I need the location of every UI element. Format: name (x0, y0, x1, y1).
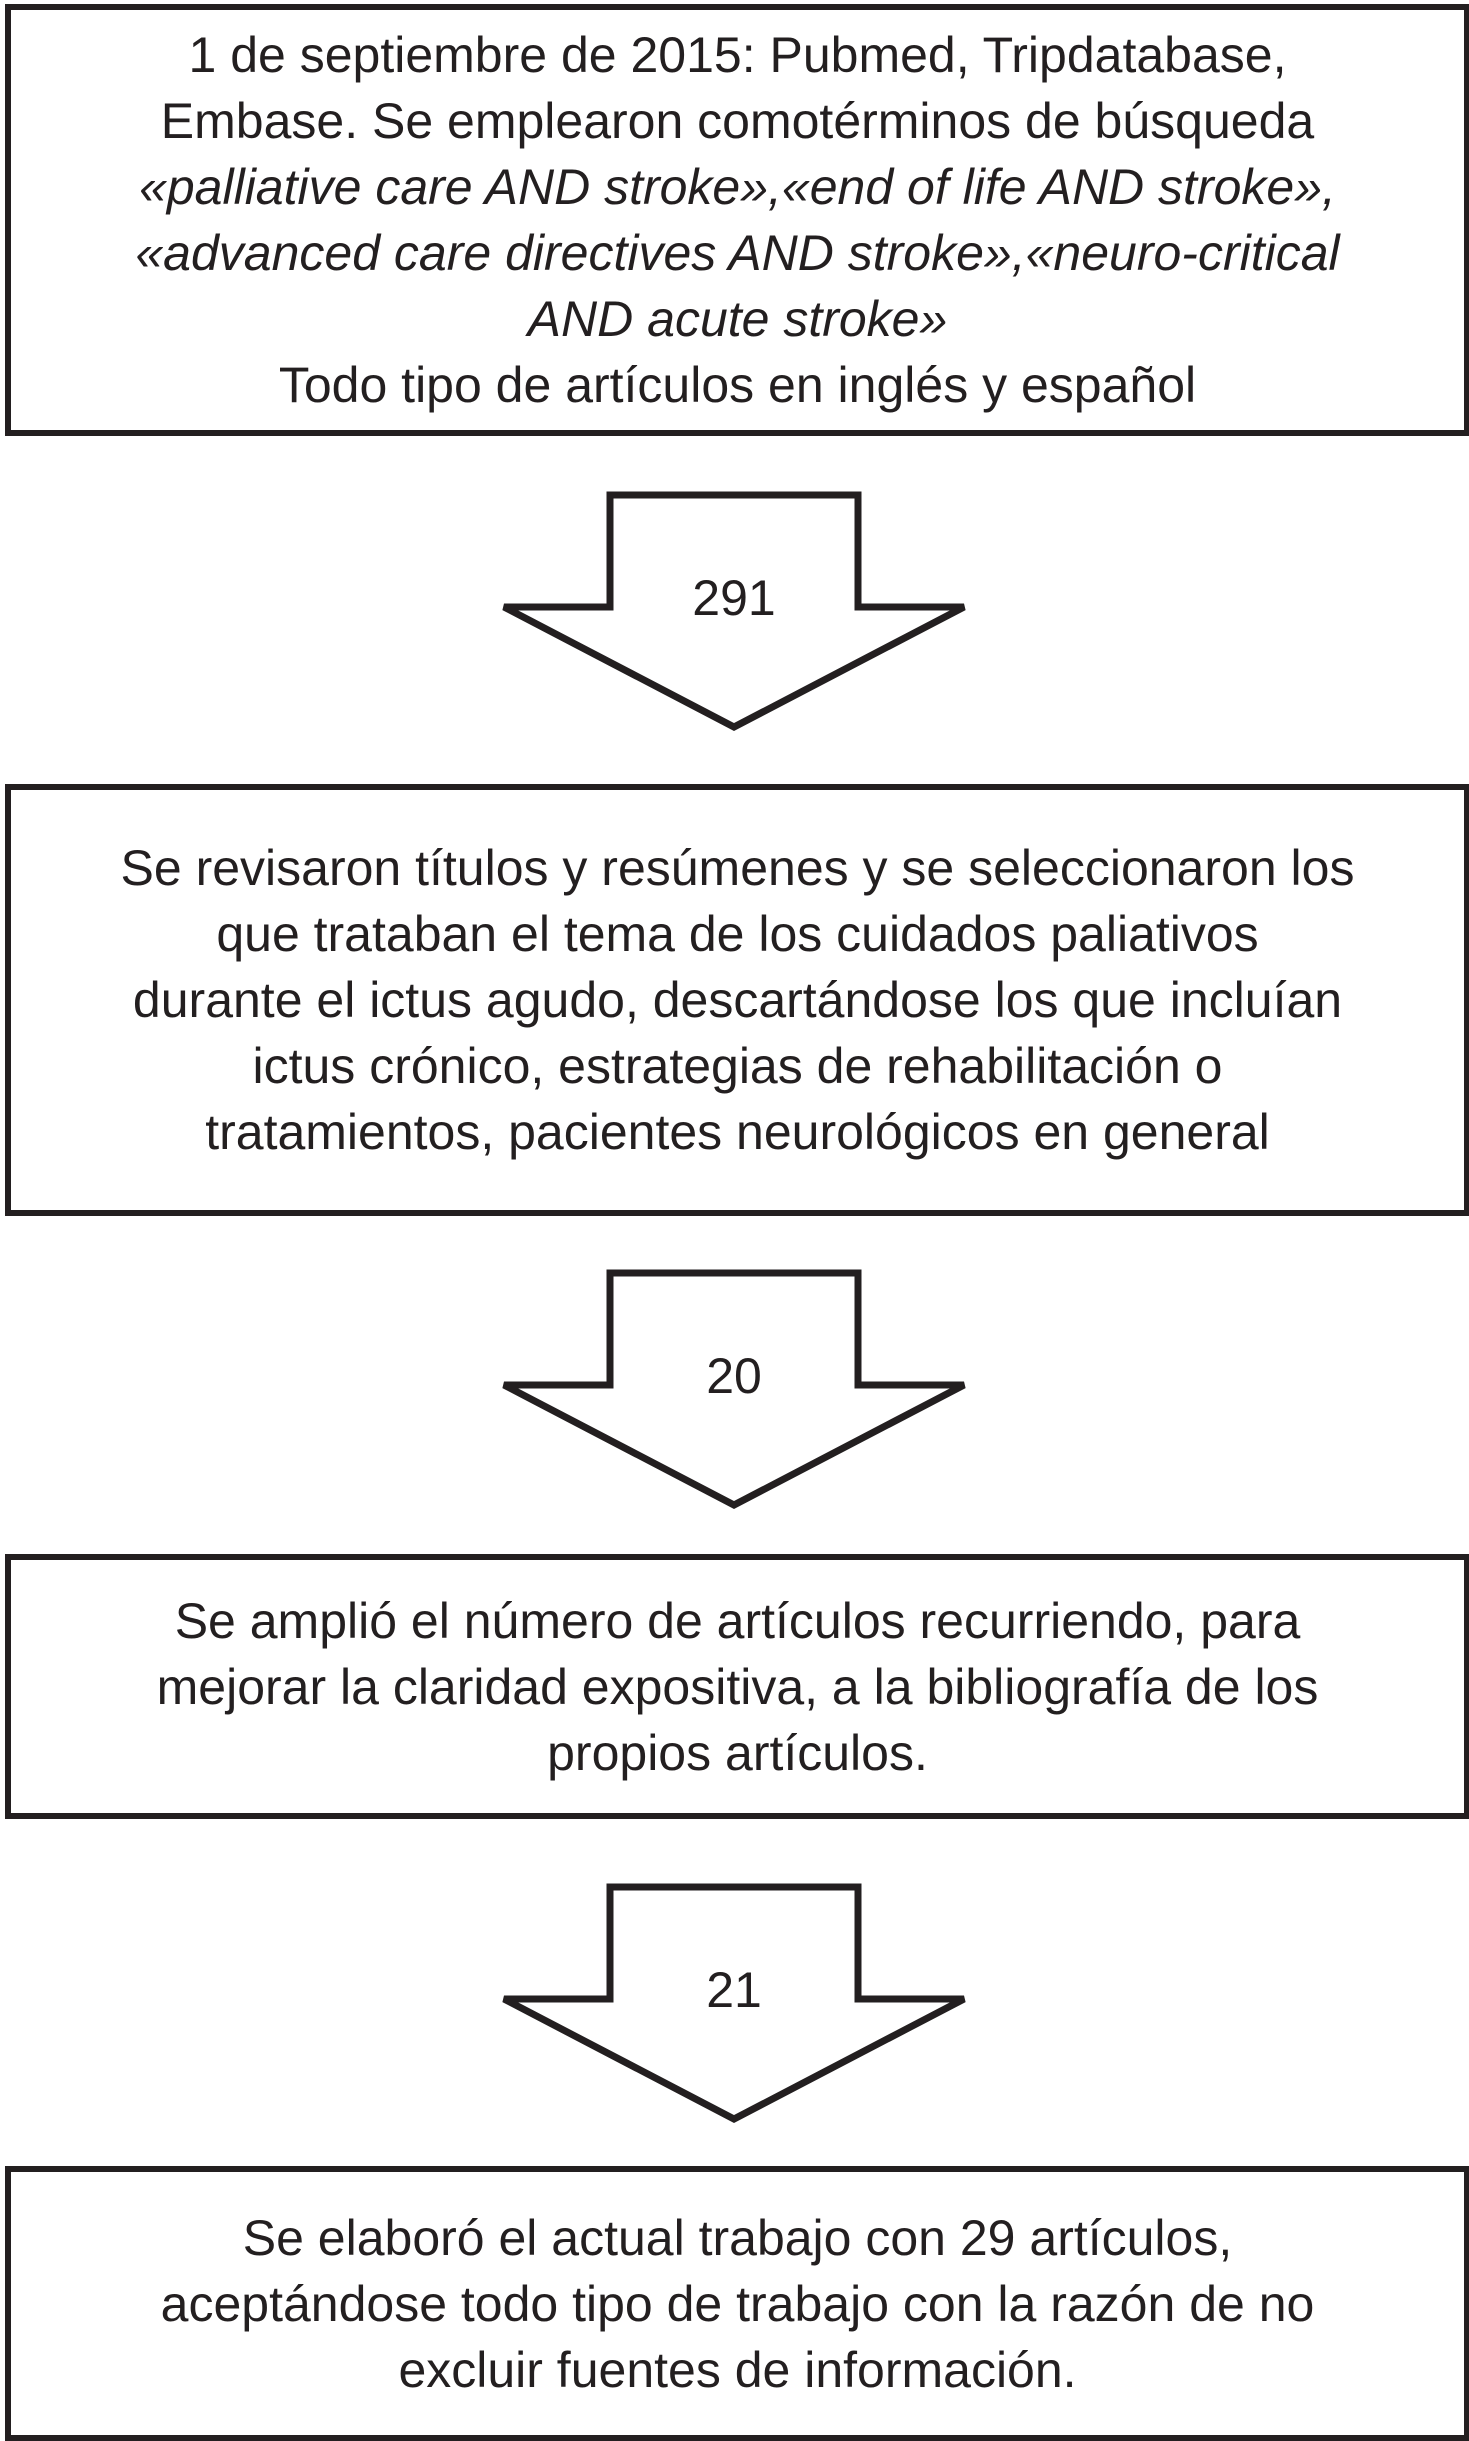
arrow-count-label: 20 (706, 1348, 762, 1404)
step-box-line: que trataban el tema de los cuidados pal… (216, 906, 1259, 962)
step-box-screening: Se revisaron títulos y resúmenes y se se… (5, 784, 1469, 1216)
arrow-count-label: 21 (706, 1962, 762, 2018)
step-box-line: ictus crónico, estrategias de rehabilita… (252, 1038, 1223, 1094)
flow-arrow-2: 20 (0, 1267, 1469, 1513)
step-box-line: mejorar la claridad expositiva, a la bib… (156, 1658, 1319, 1715)
step-box-expansion: Se amplió el número de artículos recurri… (5, 1554, 1469, 1819)
step-box-line: durante el ictus agudo, descartándose lo… (132, 972, 1343, 1028)
flow-arrow-1: 291 (0, 489, 1469, 735)
step-box-line: Embase. Se emplearon comotérminos de bús… (160, 93, 1315, 149)
step-box-line: AND acute stroke» (527, 291, 948, 347)
arrow-count-label: 291 (692, 570, 775, 626)
step-box-final: Se elaboró el actual trabajo con 29 artí… (5, 2166, 1469, 2441)
down-arrow-icon: 21 (502, 1883, 966, 2123)
step-box-line: Todo tipo de artículos en inglés y españ… (278, 357, 1197, 413)
down-arrow-icon: 291 (502, 491, 966, 731)
down-arrow-icon: 20 (502, 1269, 966, 1509)
step-box-line: excluir fuentes de información. (398, 2341, 1077, 2398)
step-box-line: tratamientos, pacientes neurológicos en … (205, 1104, 1270, 1160)
step-box-line: propios artículos. (547, 1724, 928, 1781)
step-box-line: Se elaboró el actual trabajo con 29 artí… (242, 2209, 1233, 2266)
step-box-line: 1 de septiembre de 2015: Pubmed, Tripdat… (188, 27, 1287, 83)
step-box-search: 1 de septiembre de 2015: Pubmed, Tripdat… (5, 4, 1469, 436)
step-box-line: aceptándose todo tipo de trabajo con la … (160, 2275, 1315, 2332)
step-box-line: Se amplió el número de artículos recurri… (174, 1592, 1301, 1649)
step-box-line: «advanced care directives AND stroke»,«n… (135, 225, 1340, 281)
step-box-line: «palliative care AND stroke»,«end of lif… (139, 159, 1336, 215)
flow-arrow-3: 21 (0, 1881, 1469, 2127)
step-box-line: Se revisaron títulos y resúmenes y se se… (120, 840, 1355, 896)
